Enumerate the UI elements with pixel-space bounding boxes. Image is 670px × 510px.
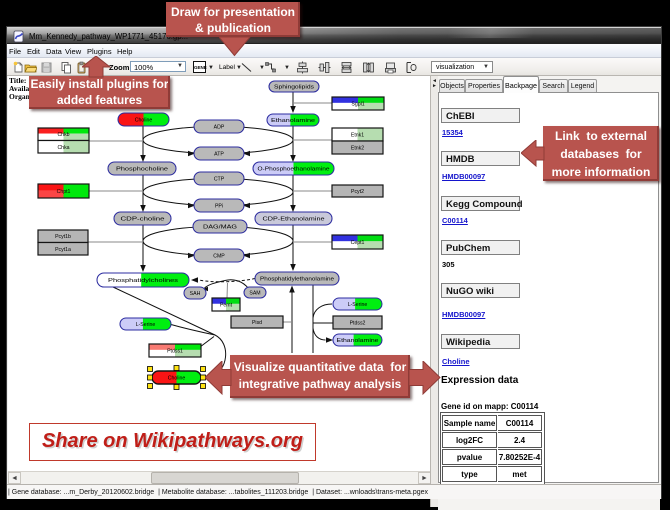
svg-text:Etnk2: Etnk2 — [351, 146, 364, 152]
svg-text:Pcyt2: Pcyt2 — [351, 189, 364, 195]
svg-text:Choline: Choline — [135, 118, 153, 124]
svg-text:CTP: CTP — [214, 177, 225, 183]
svg-text:Chkb: Chkb — [57, 132, 69, 138]
svg-text:PPi: PPi — [215, 204, 223, 210]
svg-text:Choline: Choline — [168, 376, 186, 382]
svg-text:ATP: ATP — [214, 152, 224, 158]
svg-text:CMP: CMP — [213, 254, 225, 260]
svg-text:Chka: Chka — [57, 145, 69, 151]
svg-text:Sgpl1: Sgpl1 — [351, 102, 364, 108]
svg-text:Ethanolamine: Ethanolamine — [337, 338, 379, 344]
svg-text:Pcyt1b: Pcyt1b — [55, 234, 71, 240]
svg-text:Phosphatidylcholines: Phosphatidylcholines — [108, 278, 179, 284]
svg-text:Phosphatidylethanolamine: Phosphatidylethanolamine — [260, 277, 334, 283]
svg-text:DAG/MAG: DAG/MAG — [203, 225, 237, 231]
svg-text:Phosphocholine: Phosphocholine — [116, 167, 168, 173]
svg-text:CDP-Ethanolamine: CDP-Ethanolamine — [263, 217, 325, 223]
svg-text:ADP: ADP — [214, 125, 225, 131]
svg-text:Sphingolipids: Sphingolipids — [274, 85, 314, 91]
svg-text:Chpt1: Chpt1 — [57, 189, 71, 195]
svg-text:Pcyt1a: Pcyt1a — [55, 247, 71, 253]
svg-text:L-Serine: L-Serine — [136, 322, 156, 328]
svg-text:SAH: SAH — [190, 291, 201, 297]
svg-text:Pisd: Pisd — [252, 320, 262, 326]
svg-text:Ptdss1: Ptdss1 — [167, 349, 183, 355]
svg-text:CDP-choline: CDP-choline — [121, 217, 165, 223]
svg-text:L-Serine: L-Serine — [348, 302, 368, 308]
svg-text:SAM: SAM — [249, 291, 260, 297]
svg-text:Pemt: Pemt — [220, 303, 233, 309]
svg-text:Ptdss2: Ptdss2 — [350, 321, 366, 327]
svg-text:O-Phosphoethanolamine: O-Phosphoethanolamine — [258, 167, 330, 173]
svg-text:Cept1: Cept1 — [351, 240, 365, 246]
svg-text:Etnk1: Etnk1 — [351, 133, 364, 139]
svg-text:Ethanolamine: Ethanolamine — [271, 118, 315, 124]
